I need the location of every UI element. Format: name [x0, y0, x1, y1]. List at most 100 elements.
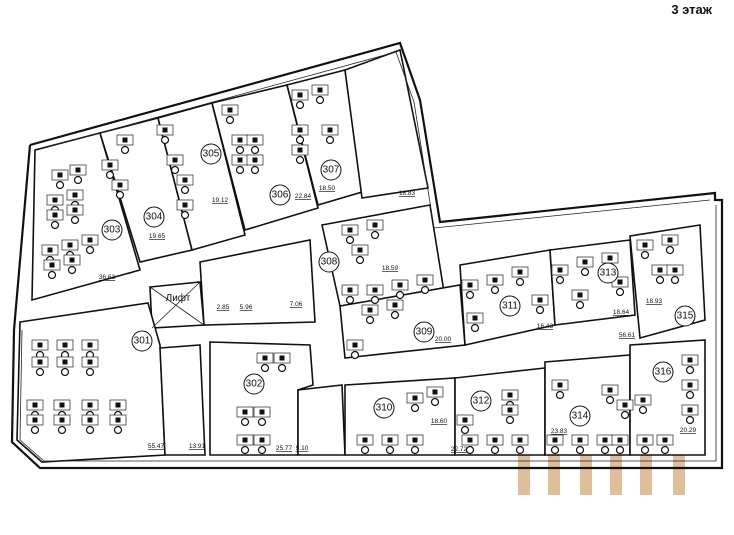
chair [257, 445, 267, 455]
monitor [67, 242, 73, 248]
monitor [357, 247, 363, 253]
chair [670, 275, 680, 285]
area-corridor: 56.61 [619, 332, 636, 339]
monitor [162, 127, 168, 133]
room-area: 19.65 [149, 233, 166, 240]
monitor [687, 357, 693, 363]
monitor [37, 342, 43, 348]
monitor [507, 407, 513, 413]
monitor [552, 437, 558, 443]
room-area: 18.59 [382, 265, 399, 272]
monitor [297, 147, 303, 153]
chair [67, 265, 77, 275]
monitor [347, 227, 353, 233]
chair [660, 445, 670, 455]
monitor [122, 137, 128, 143]
monitor [327, 127, 333, 133]
room-306[interactable] [211, 84, 319, 232]
chair [575, 445, 585, 455]
monitor [602, 437, 608, 443]
chair [395, 290, 405, 300]
monitor [87, 402, 93, 408]
chair [385, 445, 395, 455]
monitor [642, 437, 648, 443]
monitor [87, 342, 93, 348]
monitor [472, 315, 478, 321]
monitor [617, 437, 623, 443]
area-stairwell-north: 18.83 [399, 190, 416, 197]
wc-block [199, 239, 316, 326]
chair [370, 230, 380, 240]
monitor [72, 192, 78, 198]
chair [345, 235, 355, 245]
area-wc-1: 2.85 [217, 304, 230, 311]
chair [225, 115, 235, 125]
chair [295, 135, 305, 145]
monitor [577, 292, 583, 298]
monitor [87, 359, 93, 365]
chair [160, 135, 170, 145]
chair [465, 290, 475, 300]
outer-walls [10, 41, 724, 470]
chair [420, 285, 430, 295]
monitor [507, 392, 513, 398]
room-number: 314 [572, 411, 589, 422]
chair [505, 415, 515, 425]
room-301[interactable] [16, 302, 166, 463]
monitor [32, 417, 38, 423]
monitor [49, 262, 55, 268]
chair [235, 165, 245, 175]
monitor [115, 417, 121, 423]
room-area: 22.84 [295, 193, 312, 200]
chair [605, 395, 615, 405]
chair [370, 295, 380, 305]
chair [35, 367, 45, 377]
monitor [372, 287, 378, 293]
monitor [687, 407, 693, 413]
room-area: 55.47 [148, 443, 165, 450]
chair [600, 445, 610, 455]
monitor [227, 107, 233, 113]
room-number: 305 [203, 149, 220, 160]
monitor [172, 157, 178, 163]
monitor [617, 279, 623, 285]
floor-title: 3 этаж [671, 2, 712, 17]
monitor [242, 437, 248, 443]
monitor [317, 87, 323, 93]
chair [390, 310, 400, 320]
monitor [657, 267, 663, 273]
monitor [52, 197, 58, 203]
room-number: 302 [246, 379, 263, 390]
chair [515, 277, 525, 287]
chair [315, 95, 325, 105]
chair [57, 425, 67, 435]
monitor [259, 409, 265, 415]
chair [295, 155, 305, 165]
monitor [117, 182, 123, 188]
monitor [59, 402, 65, 408]
room-area: 36.63 [99, 274, 116, 281]
monitor [37, 359, 43, 365]
monitor [87, 237, 93, 243]
area-wc-3: 7.06 [290, 301, 303, 308]
monitor [297, 92, 303, 98]
chair [277, 363, 287, 373]
chair [640, 250, 650, 260]
monitor [62, 359, 68, 365]
chair [105, 170, 115, 180]
chair [410, 403, 420, 413]
chair [180, 185, 190, 195]
monitor [687, 382, 693, 388]
chair [685, 390, 695, 400]
monitor [462, 417, 468, 423]
room-number: 303 [104, 225, 121, 236]
chair [640, 445, 650, 455]
stairwell-south [159, 344, 206, 456]
monitor [32, 402, 38, 408]
monitor [47, 247, 53, 253]
